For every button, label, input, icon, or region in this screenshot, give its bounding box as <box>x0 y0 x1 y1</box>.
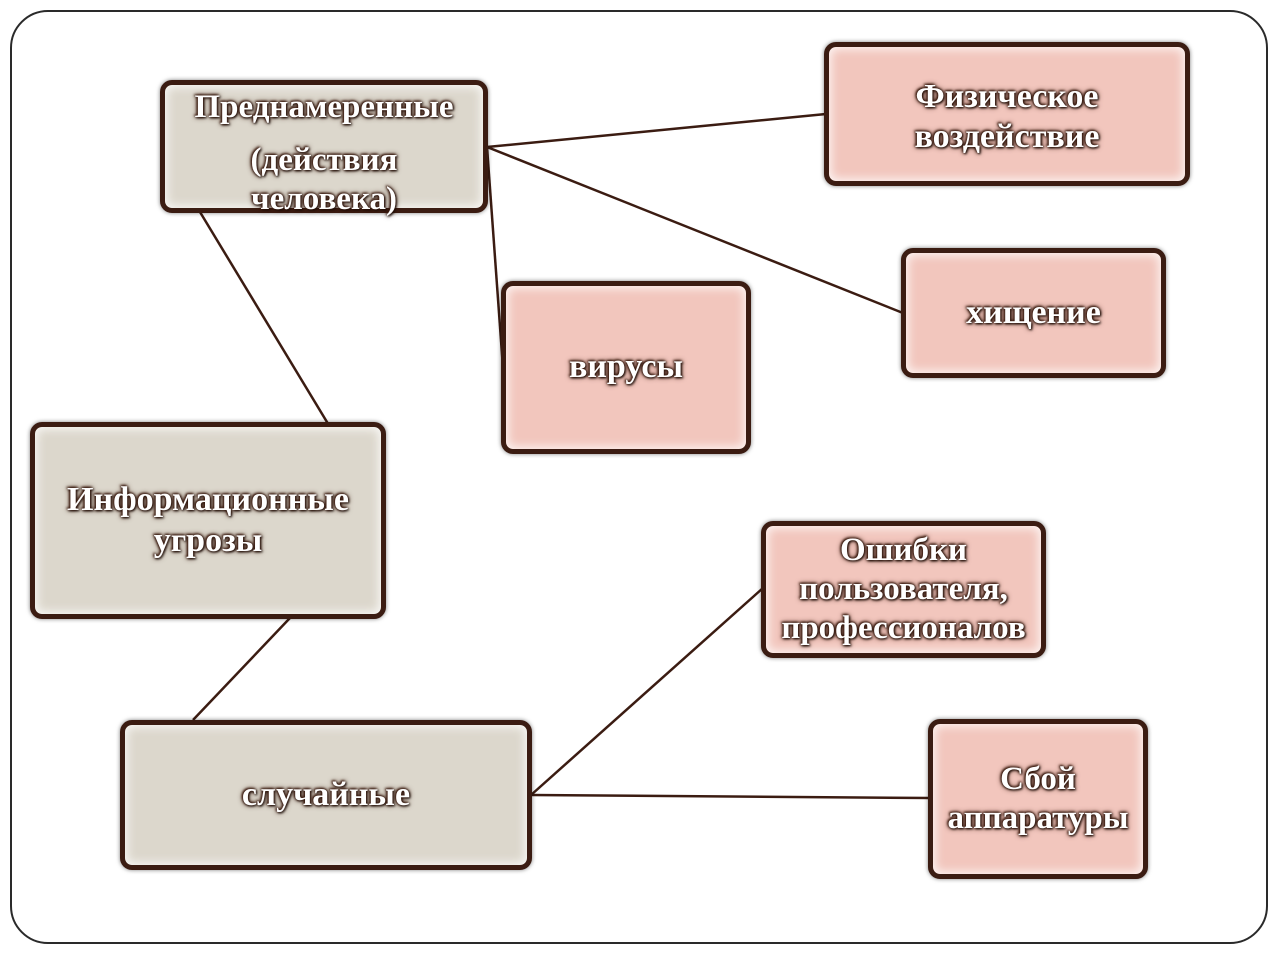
node-physical-line-1: Физическое <box>915 78 1099 115</box>
node-failure-line-1: Сбой <box>1000 761 1076 798</box>
node-errors-line-2: пользователя, <box>799 571 1008 608</box>
node-root-line-2: угрозы <box>153 521 263 559</box>
edge-intentional-viruses <box>485 146 505 369</box>
node-theft-line-1: хищение <box>966 293 1101 331</box>
edge-accidental-errors <box>530 587 764 796</box>
edge-intentional-theft <box>486 145 904 315</box>
node-physical-line-2: воздействие <box>914 118 1100 156</box>
node-errors: Ошибки пользователя, профессионалов <box>761 521 1046 658</box>
node-intentional: Преднамеренные (действия человека) <box>160 80 488 217</box>
node-physical: Физическое воздействие <box>824 42 1190 186</box>
node-failure: Сбой аппаратуры <box>928 719 1148 879</box>
node-accidental: случайные <box>120 720 532 870</box>
node-errors-line-1: Ошибки <box>839 532 968 569</box>
node-errors-line-3: профессионалов <box>781 609 1026 646</box>
edge-intentional-physical <box>486 112 827 149</box>
node-intentional-line-2: (действия <box>250 141 398 178</box>
node-intentional-line-3: человека) <box>251 180 397 217</box>
edge-accidental-failure <box>530 793 931 800</box>
node-theft: хищение <box>901 248 1166 378</box>
node-viruses: вирусы <box>501 281 751 454</box>
node-failure-line-2: аппаратуры <box>947 800 1129 836</box>
node-root: Информационные угрозы <box>30 422 386 619</box>
node-accidental-line-1: случайные <box>241 775 411 813</box>
node-viruses-line-1: вирусы <box>568 348 683 386</box>
node-root-line-1: Информационные <box>67 481 349 519</box>
node-intentional-line-1: Преднамеренные <box>194 89 454 125</box>
